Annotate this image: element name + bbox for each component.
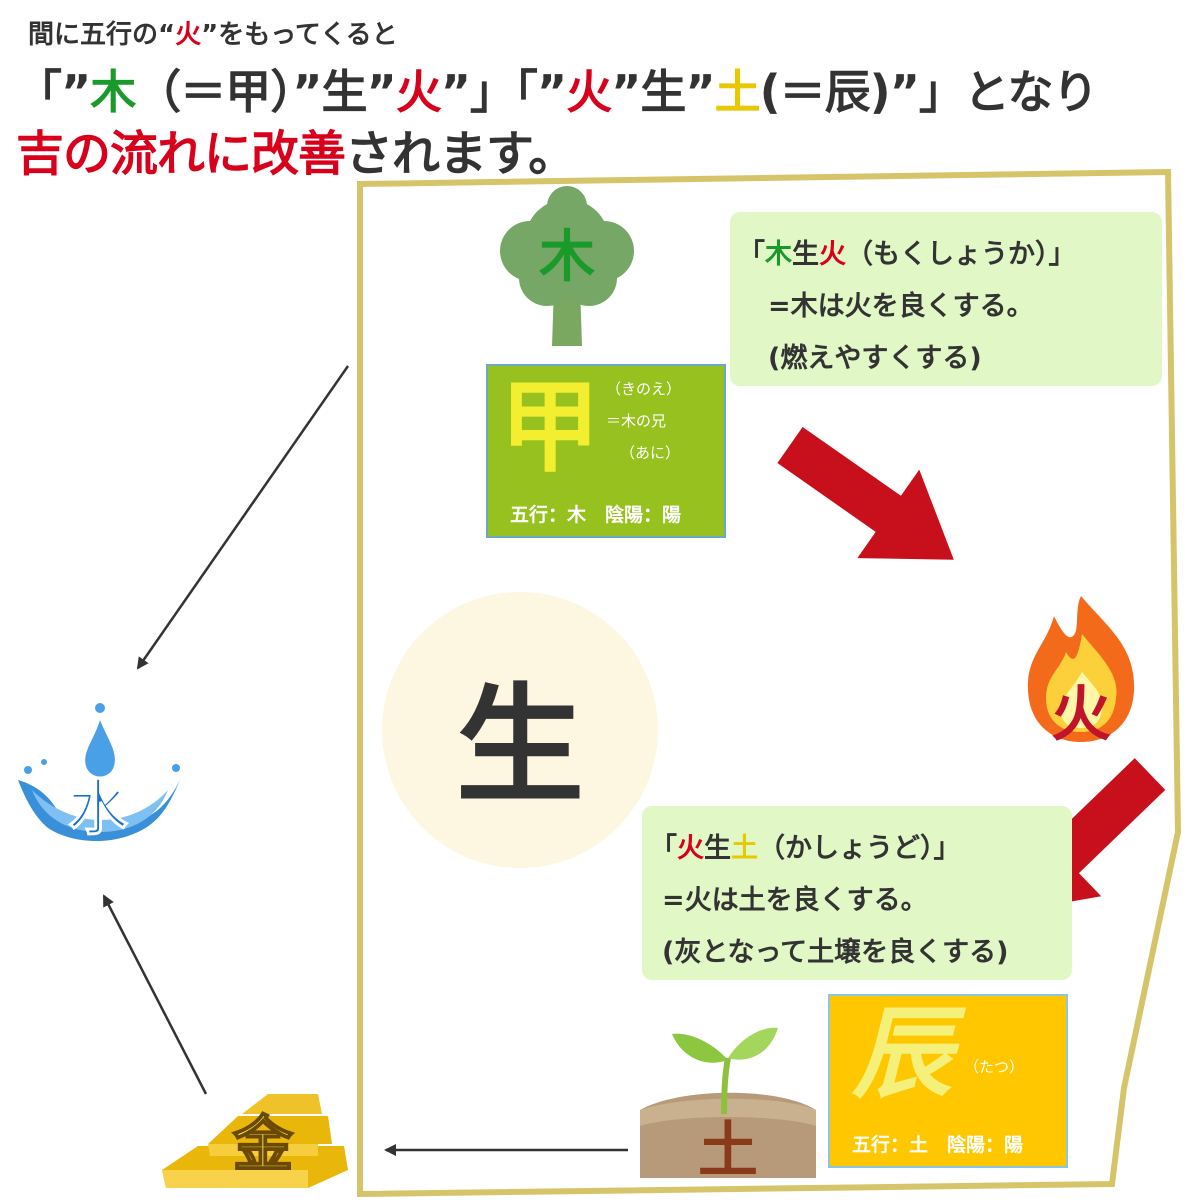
info-box-fire-earth-line1: =火は土を良くする。 <box>662 885 928 916</box>
stem-kinoe-footer: 五行：木 陰陽：陽 <box>510 504 682 526</box>
gold-bars-icon: 金 <box>158 1086 354 1190</box>
center-char: 生 <box>455 672 584 821</box>
stem-tatsu-footer: 五行：土 陰陽：陽 <box>852 1134 1024 1156</box>
sprout-icon: 土 <box>638 1018 818 1186</box>
info-box-wood-fire: 「木生火（もくしょうか）」 =木は火を良くする。 (燃えやすくする) <box>730 212 1162 386</box>
info-box-fire-earth-title: 「火生土（かしょうど）」 <box>650 826 961 865</box>
info-box-wood-fire-title-segment: 木 <box>765 239 792 270</box>
header-line-2-segment: 火 <box>566 65 612 119</box>
stem-kinoe-meaning: ＝木の兄 <box>606 412 667 430</box>
tree-icon: 木 <box>492 186 642 350</box>
header-line-2-segment: ”生” <box>611 65 715 119</box>
header-line-2-segment: (＝辰)”」となり <box>759 65 1099 119</box>
info-box-wood-fire-title-segment: 「 <box>738 239 765 270</box>
fire-icon: 火 <box>1016 586 1146 750</box>
header-line-1-fire: 火 <box>175 20 202 50</box>
info-box-fire-earth: 「火生土（かしょうど）」 =火は土を良くする。 (灰となって土壌を良くする) <box>642 806 1072 980</box>
header-line-1-a: 間に五行の“ <box>28 20 176 50</box>
arrow-metal-to-water <box>102 894 208 1095</box>
stem-tatsu-reading: （たつ） <box>964 1058 1025 1076</box>
header-line-2-segment: 「” <box>16 65 91 119</box>
wood-label: 木 <box>539 224 595 290</box>
header-line-3: 吉の流れに改善されます。 <box>16 114 576 184</box>
header-line-2-segment: （＝甲）”生” <box>135 65 396 119</box>
fire-label: 火 <box>1051 680 1111 750</box>
stem-kinoe-reading: （きのえ） <box>606 380 682 398</box>
stem-kinoe-reading2: （あに） <box>620 444 681 462</box>
info-box-wood-fire-line1: =木は火を良くする。 <box>768 291 1034 322</box>
arrow-wood-to-fire <box>777 426 954 560</box>
frame-border <box>357 168 1182 1198</box>
stem-kinoe-char: 甲 <box>500 368 600 486</box>
info-box-wood-fire-line2: (燃えやすくする) <box>768 343 982 374</box>
info-box-wood-fire-title: 「木生火（もくしょうか）」 <box>738 232 1076 271</box>
arrow-frame-to-water <box>136 365 350 670</box>
header-line-2-segment: 土 <box>714 65 761 119</box>
info-box-fire-earth-title-segment: 生 <box>704 833 731 864</box>
earth-label: 土 <box>698 1116 758 1186</box>
header-line-1: 間に五行の“火”をもってくると <box>28 14 398 51</box>
header-line-1-b: ”をもってくると <box>201 20 398 50</box>
info-box-fire-earth-title-segment: 「 <box>650 833 677 864</box>
info-box-wood-fire-title-segment: （もくしょうか）」 <box>846 239 1076 270</box>
stem-tatsu-char: 辰 <box>852 994 952 1112</box>
water-label: 水 <box>68 774 129 845</box>
header-line-3-rest: されます。 <box>345 126 576 182</box>
header-line-2-segment: 火 <box>395 65 442 119</box>
stem-kinoe-card: 甲 （きのえ） ＝木の兄 （あに） 五行：木 陰陽：陽 <box>486 364 726 538</box>
info-box-fire-earth-title-segment: 土 <box>731 833 758 864</box>
info-box-fire-earth-title-segment: （かしょうど）」 <box>758 833 961 864</box>
info-box-wood-fire-title-segment: 生 <box>792 239 819 270</box>
stem-tatsu-card: 辰 （たつ） 五行：土 陰陽：陽 <box>828 994 1068 1168</box>
water-icon: 水 <box>8 700 188 850</box>
info-box-fire-earth-line2: (灰となって土壌を良くする) <box>662 937 1009 968</box>
header-line-3-highlight: 吉の流れに改善 <box>16 126 346 182</box>
header-line-2-segment: ”」「” <box>440 65 567 119</box>
info-box-wood-fire-title-segment: 火 <box>819 239 846 270</box>
metal-label: 金 <box>232 1109 294 1181</box>
center-circle: 生 <box>382 592 658 868</box>
info-box-fire-earth-title-segment: 火 <box>677 833 704 864</box>
header-line-2-segment: 木 <box>90 65 136 119</box>
header-line-2: 「”木（＝甲）”生”火”」「”火”生”土(＝辰)”」となり <box>16 56 1099 122</box>
